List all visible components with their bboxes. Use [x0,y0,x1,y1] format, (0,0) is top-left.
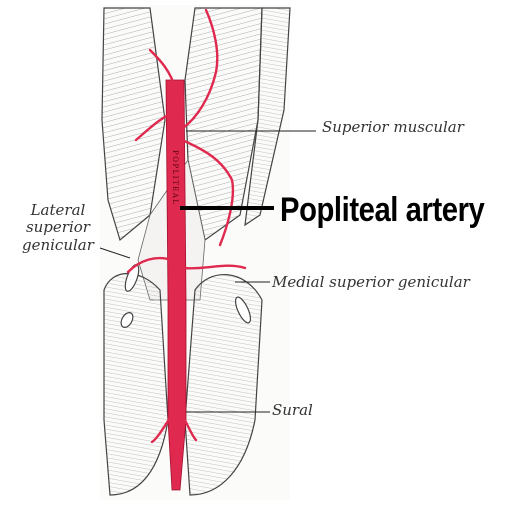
label-superior-muscular: Superior muscular [322,119,464,136]
label-popliteal-artery: Popliteal artery [280,191,484,230]
label-line-3: genicular [22,237,94,254]
label-line-1: Lateral [22,202,94,219]
vessel-inscription: POPLITEAL [171,150,179,206]
label-sural: Sural [272,402,313,419]
label-medial-superior-genicular: Medial superior genicular [272,274,470,291]
label-lateral-superior-genicular: Lateral superior genicular [22,202,94,254]
label-line-2: superior [22,219,94,236]
